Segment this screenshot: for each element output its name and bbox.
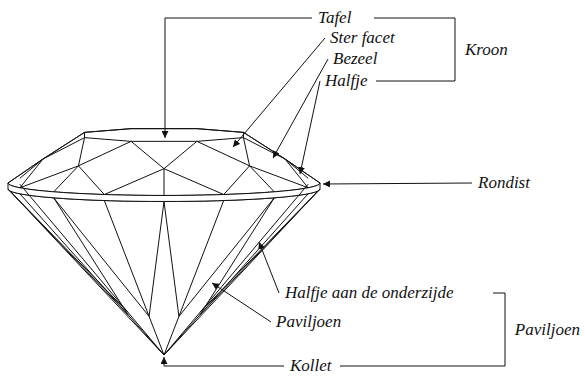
facet-edge [149,201,164,316]
facet-edge [78,141,131,165]
facet-edge [8,189,128,312]
leader-line [233,38,325,147]
leader-line [259,242,279,293]
facet-edge [250,166,309,188]
facet-edge [43,132,85,159]
facet-edge [164,141,197,168]
facet-edge [243,132,285,159]
facet-edge [250,166,275,192]
leader-line [300,81,320,174]
part-label: Tafel [318,8,351,28]
bracket [340,293,505,366]
crown-outline [8,129,320,196]
leader-line [165,18,312,138]
facet-edge [224,166,250,195]
group-label: Paviljoen [515,320,580,340]
facet-edge [54,198,128,315]
part-label: Rondist [478,173,530,193]
facet-edge [243,138,249,166]
facet-edge [20,184,164,355]
facet-edge [78,138,84,166]
facet-edge [164,201,224,355]
leader-line [212,283,271,322]
pavilion-outline [8,189,320,355]
part-label: Halfje aan de onderzijde [285,283,454,303]
leader-line [164,357,284,366]
facet-edge [43,138,85,159]
leader-line [323,183,472,184]
table-facet [85,129,244,142]
facet-edge [78,166,104,195]
group-label: Kroon [465,40,508,60]
diamond-drawing [8,129,320,355]
part-label: Kollet [290,356,332,376]
facet-edge [20,194,164,355]
facet-edge [197,141,250,165]
facet-edge [164,201,179,316]
facet-edge [8,189,128,315]
facet-edge [104,201,164,355]
leader-line [273,59,328,158]
leader-lines [164,18,505,366]
facet-edge [164,169,224,195]
part-label: Halfje [325,71,368,91]
bracket [374,18,455,81]
part-label: Paviljoen [276,312,341,332]
facet-edge [164,169,165,196]
facet-edge [54,166,79,192]
facet-edge [179,198,274,317]
facet-edge [8,159,43,183]
facet-edge [20,159,43,188]
part-label: Ster facet [330,28,395,48]
part-label: Bezeel [333,49,377,69]
facet-edge [131,141,164,168]
facet-edge [104,169,164,195]
facet-edge [200,198,274,315]
facet-edge [54,198,149,317]
